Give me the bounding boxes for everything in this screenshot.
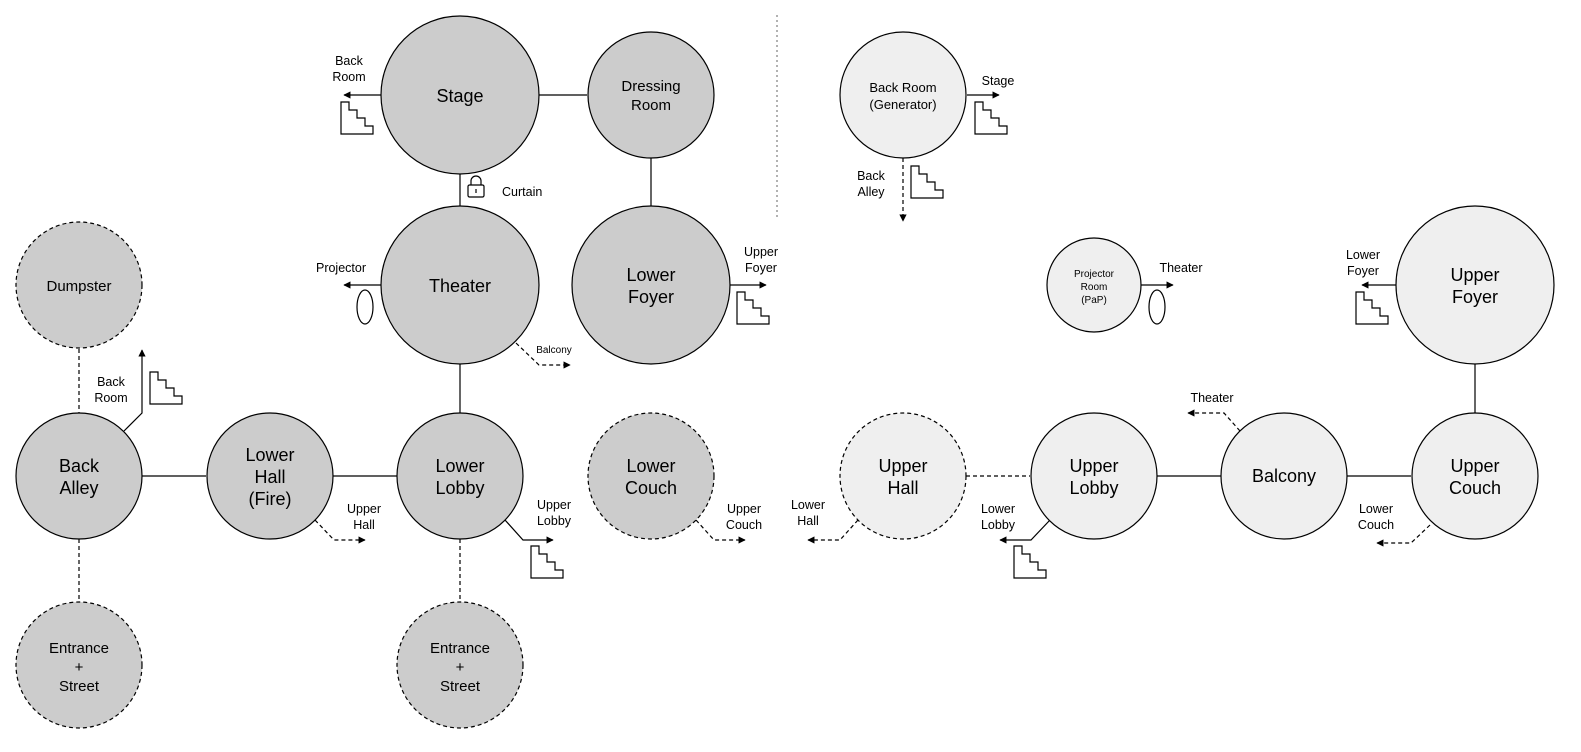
room-dressing-room[interactable] [587,31,715,159]
stairs-icon [149,371,183,405]
exit-label-balcony-theater: Theater [1190,391,1233,405]
stairs-icon [736,291,770,325]
room-stage[interactable] [380,15,540,175]
exit-arrow-theater-balcony [515,342,571,369]
room-label-back-room: Back Room(Generator) [869,80,936,112]
exit-label-back-room-stage: Stage [982,74,1015,88]
dashed-exit-arrows [314,158,1431,547]
room-label-entrance-left: Entrance+Street [49,640,109,695]
stairs-icon [1013,545,1047,579]
exit-arrow-back-alley [123,349,146,432]
room-label-balcony: Balcony [1252,466,1316,486]
stairs-icon [530,545,564,579]
room-label-dumpster: Dumpster [46,278,111,295]
lock-icon [467,175,485,198]
exit-label-projector: Projector [316,261,366,275]
room-lower-hall[interactable] [206,412,334,540]
room-entrance-street-middle[interactable] [396,601,524,729]
exit-arrow-lower-lobby [504,519,554,544]
exit-arrow-balcony-theater [1187,409,1241,432]
room-connections [142,94,1476,477]
room-lower-couch[interactable] [587,412,715,540]
room-back-room[interactable] [839,31,967,159]
exit-label-projector-room-theater: Theater [1159,261,1202,275]
room-balcony[interactable] [1220,412,1348,540]
room-upper-hall[interactable] [839,412,967,540]
exit-label-curtain: Curtain [502,185,542,199]
room-upper-couch[interactable] [1411,412,1539,540]
exit-arrows [123,91,1397,544]
room-upper-lobby[interactable] [1030,412,1158,540]
room-lower-foyer[interactable] [571,205,731,365]
stairs-icons [149,101,1389,579]
room-upper-foyer[interactable] [1395,205,1555,365]
room-lower-lobby[interactable] [396,412,524,540]
room-entrance-street-left[interactable] [15,601,143,729]
outdoor-connections [78,349,1030,602]
rooms [15,15,1555,729]
room-dumpster[interactable] [15,221,143,349]
stairs-icon [340,101,374,135]
exit-label-theater-balcony: Balcony [536,345,572,356]
stairs-icon [1355,291,1389,325]
projector-lens-icon [1148,289,1166,325]
room-projector-room[interactable] [1046,237,1142,333]
exit-arrow-upper-lobby [999,519,1051,544]
exit-arrow-lower-hall [314,519,366,544]
exit-arrow-upper-couch [1376,524,1431,547]
room-label-stage: Stage [436,86,483,106]
room-label-entrance-middle: Entrance+Street [430,640,490,695]
stairs-icon [910,165,944,199]
projector-lens-icon [356,289,374,325]
stairs-icon [974,101,1008,135]
room-theater[interactable] [380,205,540,365]
exit-arrow-upper-hall [807,519,859,544]
room-label-theater: Theater [429,276,491,296]
room-back-alley[interactable] [15,412,143,540]
exit-arrow-lower-couch [695,519,746,544]
